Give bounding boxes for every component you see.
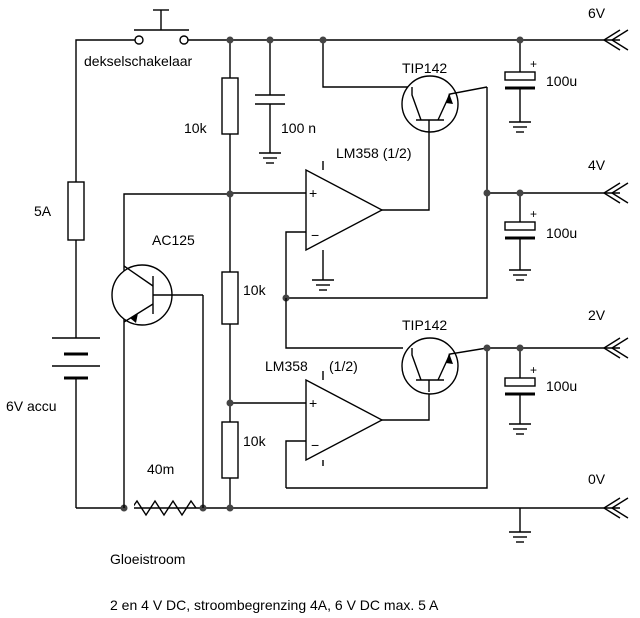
cap-2v-plus: +: [530, 363, 537, 377]
output-4v-label: 4V: [588, 157, 606, 173]
opamp-top: [230, 126, 430, 298]
fuse: [67, 181, 85, 241]
capacitor-100n: [255, 40, 285, 164]
shunt-resistor: [131, 499, 197, 517]
opamp-bottom: [230, 298, 430, 488]
tip142-top: [322, 40, 488, 193]
cap-4v-label: 100u: [546, 225, 577, 241]
cap-6v-label: 100u: [546, 73, 577, 89]
tip142-bottom: [286, 337, 488, 489]
capacitor-100n-label: 100 n: [281, 120, 316, 136]
caption-title: Gloeistroom: [110, 551, 185, 567]
top-rail-wires: [75, 39, 620, 182]
switch-label: dekselschakelaar: [84, 53, 193, 69]
ac125-label: AC125: [152, 232, 195, 248]
resistor-top-label: 10k: [184, 120, 208, 136]
cap-6v-plus: +: [530, 57, 537, 71]
opamp-bottom-label-b: (1/2): [329, 358, 358, 374]
output-connectors: [602, 29, 629, 519]
cap-2v-label: 100u: [546, 378, 577, 394]
opamp-bottom-minus: −: [311, 437, 319, 453]
caption-description: 2 en 4 V DC, stroombegrenzing 4A, 6 V DC…: [110, 597, 439, 613]
shunt-resistor-label: 40m: [147, 461, 174, 477]
voltage-divider: [221, 40, 239, 508]
ground-0v: [509, 508, 531, 543]
battery-label: 6V accu: [6, 398, 57, 414]
capacitor-6v: [504, 40, 536, 133]
capacitor-2v: [504, 348, 536, 435]
resistor-bot-label: 10k: [243, 433, 267, 449]
tip142-bottom-label: TIP142: [402, 317, 447, 333]
opamp-top-minus: −: [311, 227, 319, 243]
resistor-mid-label: 10k: [243, 282, 267, 298]
battery: [52, 337, 100, 380]
junction-dots: [226, 36, 524, 512]
output-2v-label: 2V: [588, 307, 606, 323]
opamp-top-label: LM358 (1/2): [336, 145, 411, 161]
capacitor-4v: [504, 193, 536, 281]
opamp-bottom-plus: +: [309, 395, 317, 411]
opamp-top-plus: +: [309, 185, 317, 201]
cap-4v-plus: +: [530, 207, 537, 221]
transistor-ac125: [111, 193, 230, 508]
tip142-top-label: TIP142: [402, 60, 447, 76]
opamp-bottom-label-a: LM358: [265, 358, 308, 374]
output-6v-label: 6V: [588, 5, 606, 21]
output-0v-label: 0V: [588, 471, 606, 487]
lid-switch: [134, 9, 189, 45]
fuse-label: 5A: [34, 203, 52, 219]
